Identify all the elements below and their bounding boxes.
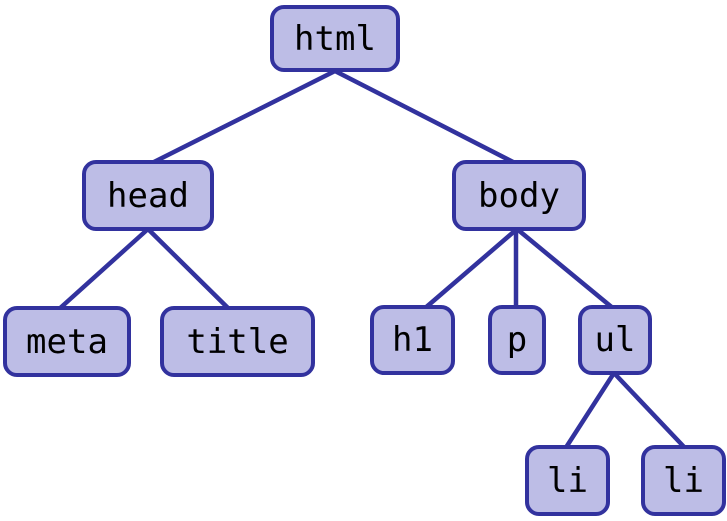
edge-head-meta	[55, 226, 151, 313]
edge-body-h1	[421, 226, 520, 312]
edge-ul-li-1	[562, 370, 617, 452]
tree-node-li-2: li	[641, 445, 726, 516]
tree-node-ul: ul	[578, 305, 652, 375]
tree-node-body: body	[452, 160, 586, 231]
tree-node-meta: meta	[3, 306, 131, 377]
tree-node-li-1: li	[525, 445, 610, 516]
edge-html-body	[332, 68, 520, 167]
edge-html-head	[147, 68, 338, 167]
tree-node-html: html	[270, 5, 400, 72]
tree-node-title: title	[160, 306, 315, 377]
tree-node-p: p	[488, 305, 546, 375]
edge-body-ul	[514, 226, 617, 312]
tree-node-head: head	[82, 160, 214, 231]
tree-node-h1: h1	[370, 305, 455, 375]
edge-ul-li-2	[611, 370, 689, 452]
edge-head-title	[145, 226, 233, 313]
